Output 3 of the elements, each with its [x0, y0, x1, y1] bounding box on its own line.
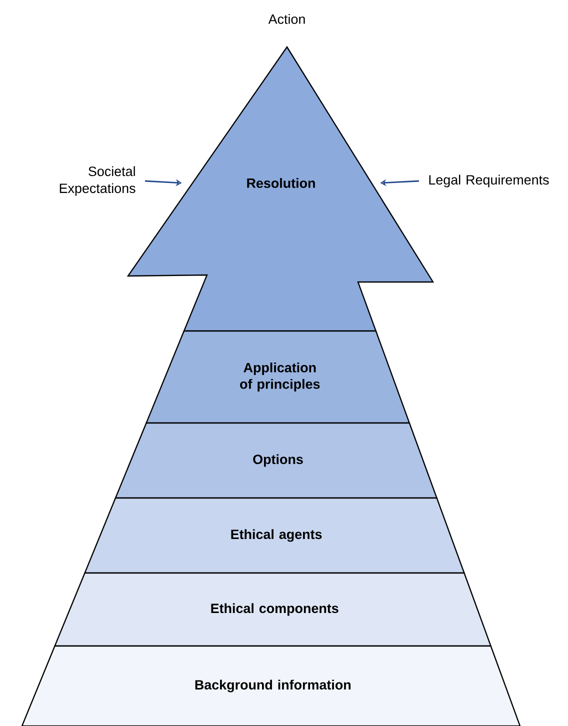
pyramid-band: Options	[114, 422, 438, 499]
top-label: Action	[268, 14, 305, 24]
pyramid-band: Background information	[21, 645, 521, 726]
